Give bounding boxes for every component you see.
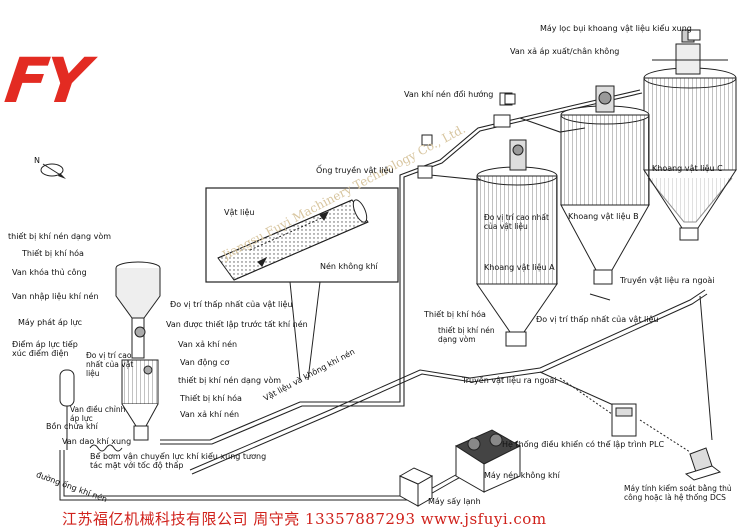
label-plc: Hệ thống điều khiển có thể lập trình PLC bbox=[502, 440, 665, 449]
label-fluidizer-a: Thiết bị khí hóa bbox=[424, 310, 486, 319]
company-logo: FY bbox=[0, 44, 91, 117]
label-dryer: Máy sấy lạnh bbox=[428, 497, 481, 506]
label-silo-a: Khoang vật liệu A bbox=[484, 263, 555, 272]
laptop-icon bbox=[684, 447, 722, 481]
label-silo-b: Khoang vật liệu B bbox=[568, 212, 639, 221]
label-fluidizer-1: Thiết bị khí hóa bbox=[22, 249, 84, 258]
label-dome-valve-a: thiết bị khí nén dạng vòm bbox=[438, 326, 495, 344]
label-pipe-material: Vật liệu bbox=[224, 208, 255, 217]
label-discharge-a: Truyền vật liệu ra ngoài bbox=[462, 376, 557, 385]
compass-icon bbox=[40, 163, 66, 179]
control-box-icon bbox=[504, 93, 516, 105]
label-motor-valve: Van động cơ bbox=[180, 358, 230, 367]
label-material-pipe: Ống truyền vật liệu bbox=[316, 166, 394, 175]
label-low-level-1: Đo vị trí thấp nhất của vật liệu bbox=[170, 300, 293, 309]
label-pipe-air: Nén không khí bbox=[320, 262, 378, 271]
label-exhaust-valve-1: Van xả khí nén bbox=[178, 340, 238, 349]
silo-a bbox=[476, 139, 558, 347]
label-divert-valve: Van khí nén đổi hướng bbox=[404, 90, 494, 99]
label-silo-c: Khoang vật liệu C bbox=[652, 164, 723, 173]
label-manual-valve: Van khóa thủ công bbox=[12, 268, 87, 277]
label-dcs: Máy tính kiểm soát bằng thủ công hoặc là… bbox=[624, 484, 732, 502]
pipe-detail-inset bbox=[205, 187, 399, 381]
label-dust-filter: Máy lọc bụi khoang vật liệu kiểu xung bbox=[540, 24, 692, 33]
pump-tank bbox=[115, 261, 161, 441]
label-exhaust-valve-2: Van xả khí nén bbox=[180, 410, 240, 419]
label-preset-valve: Van được thiết lập trước tất khí nén bbox=[166, 320, 308, 329]
label-discharge-c: Truyền vật liệu ra ngoài bbox=[620, 276, 715, 285]
plc-cabinet-icon bbox=[611, 403, 637, 437]
air-tank bbox=[59, 369, 75, 450]
dryer-icon bbox=[398, 467, 434, 507]
label-fluidizer-2: Thiết bị khí hóa bbox=[180, 394, 242, 403]
label-air-tank: Bồn chứa khí bbox=[46, 422, 98, 431]
label-pressure-contact: Điểm áp lực tiếp xúc điểm điện bbox=[12, 340, 78, 358]
label-high-level: Đo vị trí cao nhất của vật liệu bbox=[484, 213, 549, 231]
label-high-level-2: Đo vị trí cao nhất của vật liệu bbox=[86, 351, 134, 378]
label-pump-tank: Bể bơm vận chuyển lực khí kiểu xung tươn… bbox=[90, 452, 267, 470]
footer-contact: 江苏福亿机械科技有限公司 周守亮 13357887293 www.jsfuyi.… bbox=[62, 510, 547, 528]
label-regulating-valve: Van điều chỉnh áp lực bbox=[70, 405, 126, 423]
silo-b bbox=[560, 85, 650, 301]
label-low-level-a: Đo vị trí thấp nhất của vật liệu bbox=[536, 315, 659, 324]
silo-c bbox=[643, 29, 737, 241]
pulse-valve-icon bbox=[89, 444, 123, 452]
label-dome-valve-1: thiết bị khí nén dạng vòm bbox=[8, 232, 112, 241]
label-compressor: Máy nén không khí bbox=[484, 471, 560, 480]
compass-north-label: N bbox=[34, 156, 40, 165]
label-pressure-gen: Máy phát áp lực bbox=[18, 318, 83, 327]
label-feed-valve: Van nhập liệu khí nén bbox=[12, 292, 99, 301]
label-pressure-valve: Van xả áp xuất/chân không bbox=[510, 47, 620, 56]
label-dome-valve-2: thiết bị khí nén dạng vòm bbox=[178, 376, 282, 385]
compressor-icon bbox=[454, 429, 522, 493]
label-pulse-valve: Van dao khí xung bbox=[62, 437, 132, 446]
